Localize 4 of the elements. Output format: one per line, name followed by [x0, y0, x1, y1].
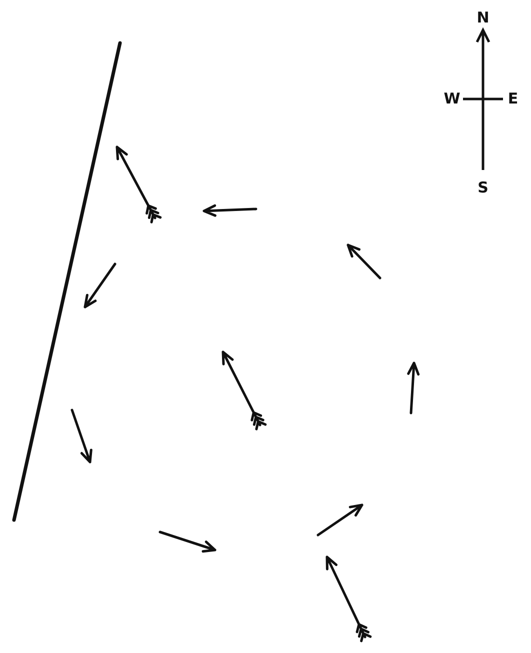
- compass-letter: S: [476, 180, 490, 196]
- compass-letter: N: [476, 10, 490, 26]
- compass-letter: W: [442, 92, 462, 106]
- compass-letter: E: [506, 92, 520, 106]
